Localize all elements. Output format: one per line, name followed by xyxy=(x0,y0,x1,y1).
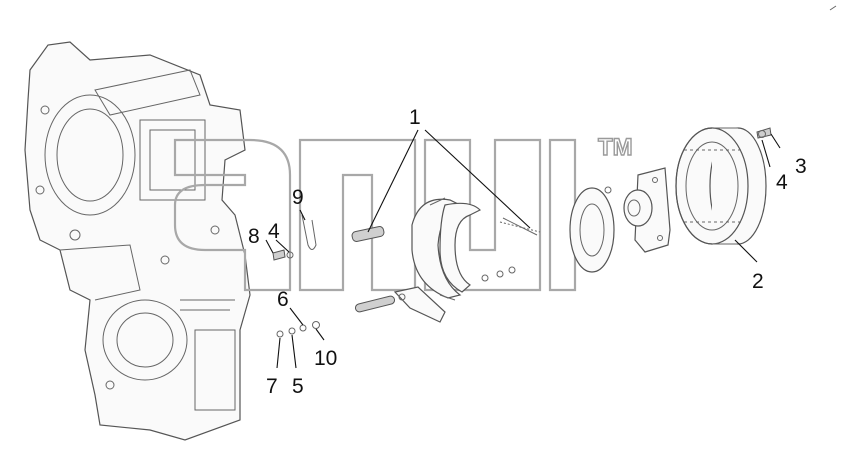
leader-2 xyxy=(734,239,758,263)
callout-9: 9 xyxy=(292,186,304,209)
nut-10 xyxy=(312,321,320,329)
leader-4-right xyxy=(761,139,771,168)
callout-1: 1 xyxy=(409,106,421,129)
brake-shoe-assembly xyxy=(351,197,541,323)
callout-4-right: 4 xyxy=(776,171,788,194)
corner-mark xyxy=(829,5,837,11)
leader-1-left xyxy=(367,129,419,233)
leader-6 xyxy=(289,307,304,326)
callout-5: 5 xyxy=(292,375,304,398)
flange-hub xyxy=(604,167,671,253)
washer-6 xyxy=(299,324,307,332)
leader-10 xyxy=(315,328,325,341)
leader-3 xyxy=(770,133,781,149)
leader-9 xyxy=(299,209,306,221)
leader-1-right xyxy=(424,129,531,229)
seal-disc xyxy=(569,187,615,273)
bolt-8 xyxy=(272,249,286,261)
callout-8: 8 xyxy=(248,225,260,248)
callout-10: 10 xyxy=(314,347,337,370)
callout-7: 7 xyxy=(266,375,278,398)
gearbox-housing xyxy=(24,41,251,441)
callout-3: 3 xyxy=(795,155,807,178)
callout-4-left: 4 xyxy=(268,220,280,243)
watermark-trademark: TM xyxy=(598,134,633,161)
fasteners xyxy=(272,127,772,338)
washer-4-left xyxy=(286,251,294,259)
bolt-7 xyxy=(276,330,284,338)
callout-6: 6 xyxy=(277,288,289,311)
leader-7 xyxy=(276,337,281,369)
callout-2: 2 xyxy=(752,270,764,293)
leader-4-left xyxy=(275,239,290,253)
leader-8 xyxy=(265,239,274,254)
leader-lines xyxy=(265,129,781,369)
brake-drum xyxy=(675,127,767,245)
washer-5 xyxy=(288,327,296,335)
leader-5 xyxy=(291,334,297,369)
washer-4-right xyxy=(758,130,766,138)
pin-9 xyxy=(301,214,317,250)
callout-labels: 1 2 3 4 4 5 6 7 8 9 10 xyxy=(248,106,807,398)
